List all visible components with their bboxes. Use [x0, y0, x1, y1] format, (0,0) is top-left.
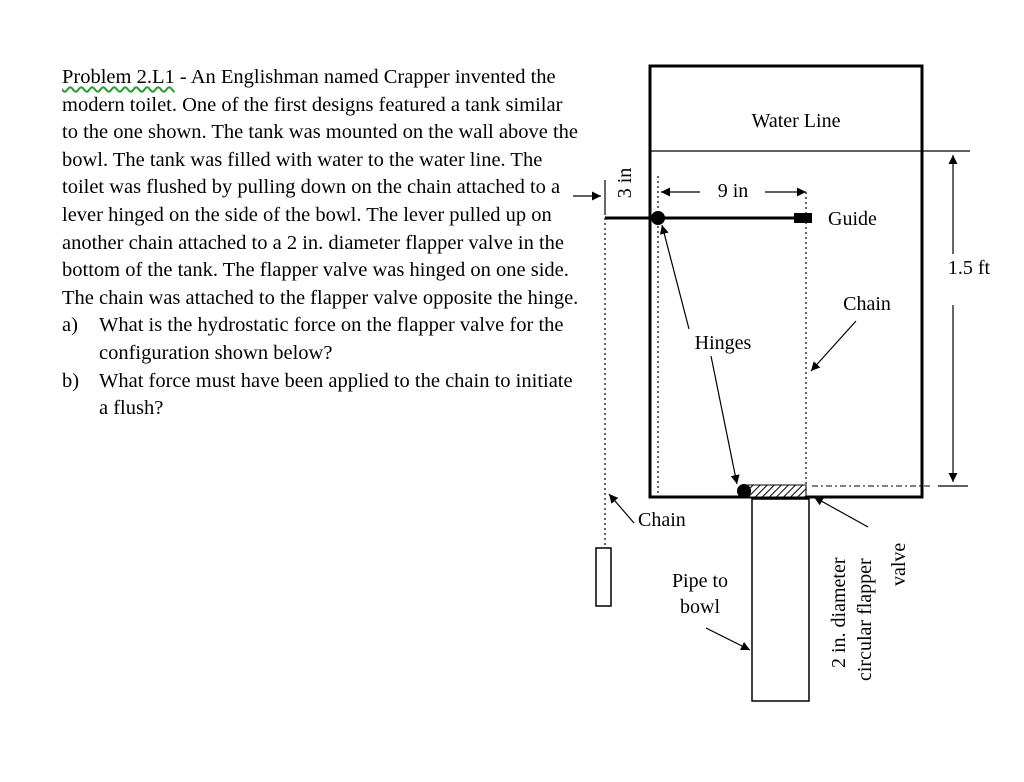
- lever-offset-label: 3 in: [614, 168, 636, 199]
- problem-text: Problem 2.L1 - An Englishman named Crapp…: [62, 64, 582, 423]
- depth-label: 1.5 ft: [948, 257, 991, 279]
- question-a-text: What is the hydrostatic force on the fla…: [99, 314, 564, 364]
- pipe-arrow: [705, 627, 751, 651]
- valve-label: 2 in. diameter circular flapper valve: [828, 543, 910, 681]
- hinges-arrow-up: [659, 224, 690, 330]
- pipe: [751, 498, 810, 702]
- question-a-letter: a): [62, 314, 78, 337]
- problem-body: - An Englishman named Crapper invented t…: [62, 66, 579, 309]
- question-b-text: What force must have been applied to the…: [99, 369, 573, 420]
- flapper-valve: [747, 484, 807, 498]
- valve-label-line2: circular flapper: [854, 558, 876, 681]
- hinges-arrow-down: [710, 355, 740, 485]
- valve-label-line3: valve: [888, 543, 910, 586]
- inside-chain-arrow: [810, 320, 857, 372]
- pipe-label-line1: Pipe to: [672, 570, 728, 592]
- outside-chain-label: Chain: [638, 509, 686, 531]
- outside-chain-arrow: [608, 493, 635, 524]
- chain-handle: [595, 547, 612, 607]
- pipe-label-line2: bowl: [680, 596, 720, 618]
- valve-hinge: [737, 484, 751, 498]
- guide-label: Guide: [828, 208, 877, 230]
- problem-number: Problem 2.L1: [62, 66, 175, 88]
- water-line-label: Water Line: [752, 110, 841, 132]
- valve-arrow: [813, 496, 869, 528]
- guide-block: [794, 213, 812, 223]
- question-b: b) What force must have been applied to …: [62, 368, 582, 423]
- question-a: a) What is the hydrostatic force on the …: [62, 312, 582, 367]
- hinges-label: Hinges: [695, 332, 752, 354]
- inside-chain-label: Chain: [843, 293, 891, 315]
- question-b-letter: b): [62, 369, 80, 392]
- problem-statement: Problem 2.L1 - An Englishman named Crapp…: [62, 64, 582, 312]
- lever-length-label: 9 in: [718, 180, 749, 202]
- valve-label-line1: 2 in. diameter: [828, 557, 850, 668]
